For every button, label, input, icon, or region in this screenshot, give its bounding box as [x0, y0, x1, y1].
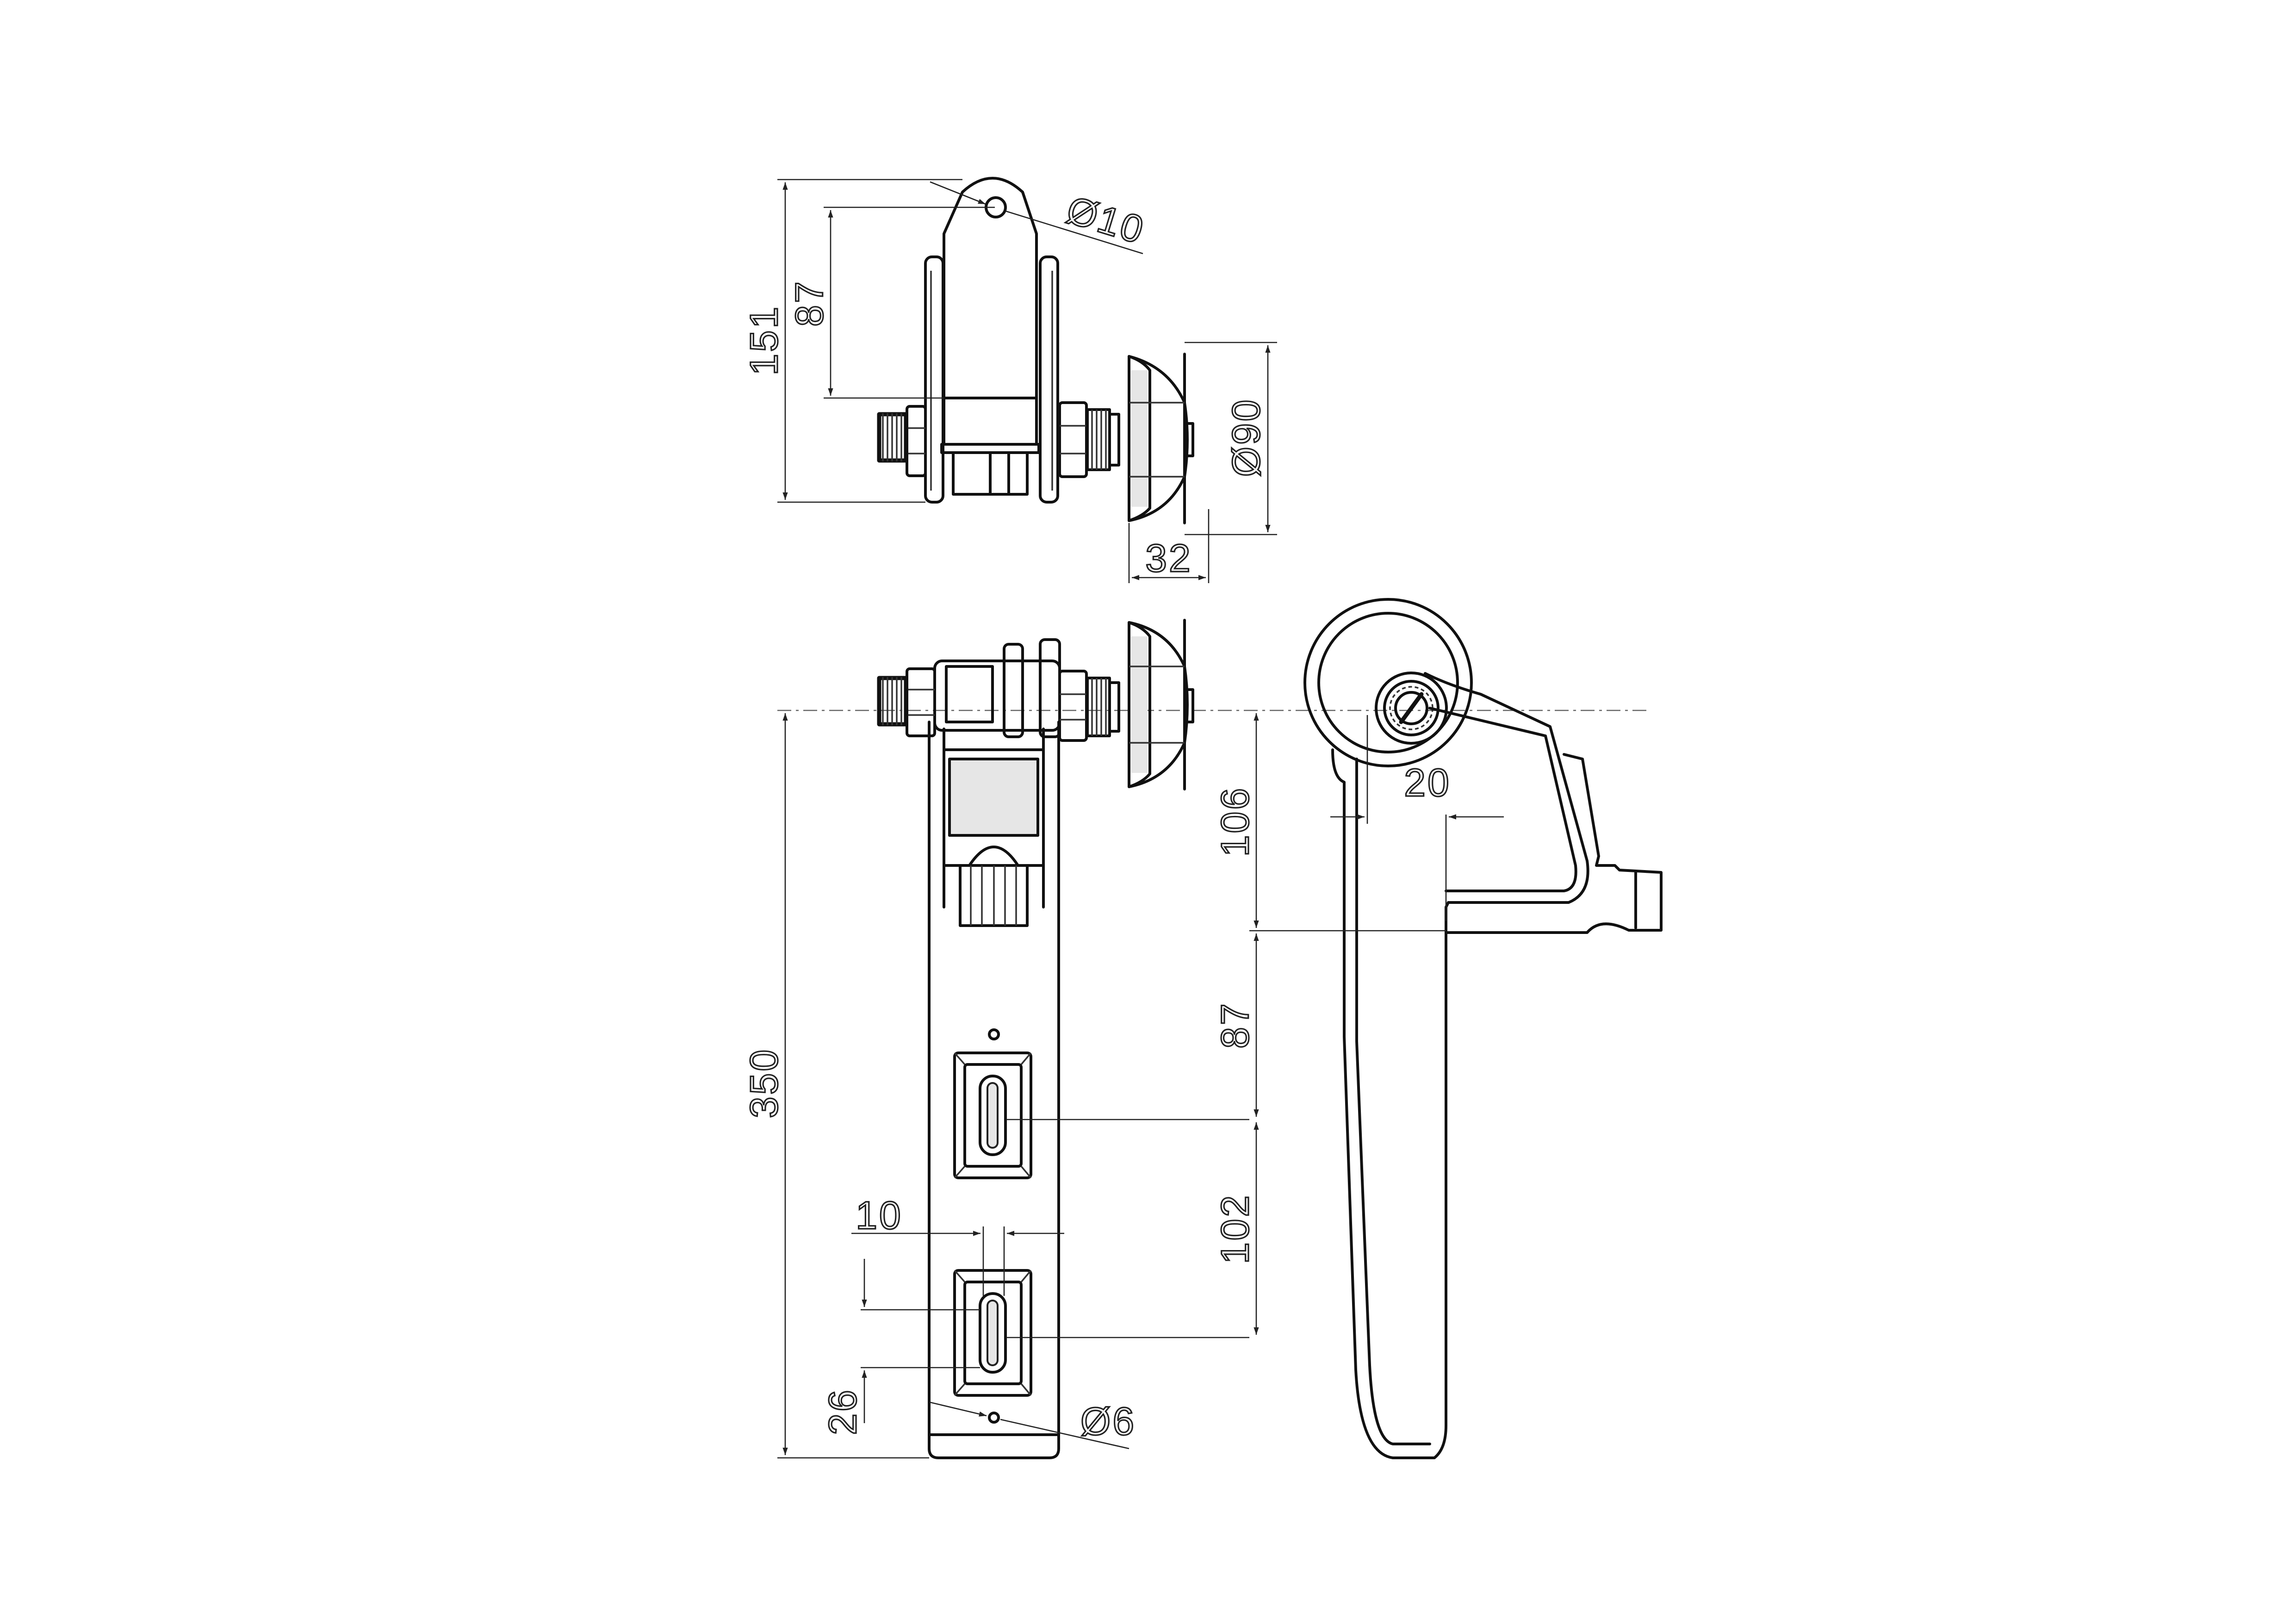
top-rail-right [1039, 255, 1059, 504]
side-arm-body [1331, 672, 1589, 1459]
side-pulley-wheel [1303, 598, 1473, 767]
top-right-nut [1058, 401, 1088, 478]
top-center-block [943, 397, 1038, 446]
side-hub-nut [1375, 672, 1448, 745]
dim-front-second-to-third-slot: 102 [1213, 1194, 1257, 1264]
dim-top-hole-to-axle: 87 [788, 280, 831, 326]
top-pulley-wheel [1128, 355, 1189, 522]
front-pulley-wheel [1128, 621, 1189, 788]
dim-top-wheel-width: 32 [1145, 536, 1192, 580]
front-slot-upper [953, 1052, 1032, 1179]
front-slot-lower [953, 1269, 1032, 1397]
side-view: 20 106 87 102 [1006, 598, 1663, 1459]
dim-top-wheel-diameter: Ø90 [1224, 398, 1268, 477]
front-end-hole [988, 1412, 1000, 1424]
dim-side-offset: 20 [1404, 761, 1451, 804]
front-right-nut [1058, 670, 1088, 742]
dim-front-total-length: 350 [742, 1048, 786, 1118]
top-lug-plate [943, 177, 1038, 403]
top-rail-left [924, 255, 944, 504]
dim-front-first-to-second-slot: 87 [1213, 1002, 1257, 1048]
dim-top-overall-height: 151 [742, 305, 786, 375]
dim-top-hole-diameter: Ø10 [1062, 187, 1150, 252]
top-left-nut [906, 405, 927, 477]
dim-front-slot-to-end: 26 [821, 1388, 864, 1435]
front-arm-body [928, 721, 1060, 1459]
dim-front-axle-to-first-slot: 106 [1213, 786, 1257, 857]
dim-front-end-hole-diameter: Ø6 [1080, 1400, 1136, 1443]
top-view: 151 87 Ø10 Ø90 32 [741, 177, 1277, 583]
side-clip [1445, 753, 1663, 934]
front-view: 350 10 26 Ø6 [741, 619, 1647, 1459]
dim-front-slot-width: 10 [856, 1194, 902, 1237]
